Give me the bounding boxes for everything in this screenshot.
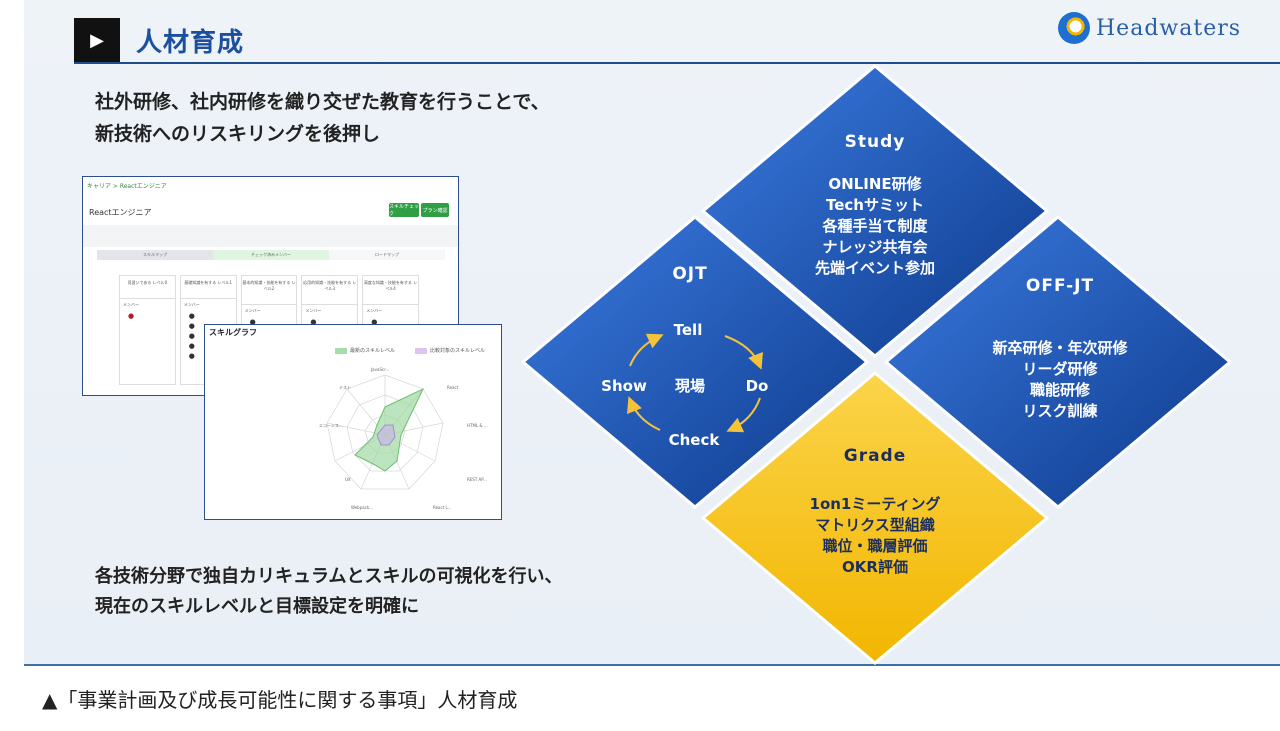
legend-swatch-latest (335, 347, 347, 354)
member-label: メンバー (302, 304, 358, 317)
plan-button: プラン確認 (421, 203, 449, 217)
grade-item: 1on1ミーティング (809, 495, 941, 513)
avatar-icon: ● (128, 312, 135, 320)
tab-roadmap: ロードマップ (329, 250, 445, 260)
figure-caption: ▲「事業計画及び成長可能性に関する事項」人材育成 (42, 688, 518, 712)
study-heading: Study (844, 132, 906, 152)
ojt-do: Do (745, 377, 769, 395)
level-head: 基本的知識・技能を有する レベル2 (242, 280, 296, 291)
member-label: メンバー (180, 298, 236, 311)
radar-series-compare (376, 424, 396, 446)
avatar-icon: ● (310, 318, 317, 326)
grade-block: Grade 1on1ミーティング マトリクス型組織 職位・職層評価 OKR評価 (770, 446, 980, 578)
member-label: メンバー (363, 304, 418, 317)
avatar-icon: ● (371, 318, 378, 326)
headline-line-1: 社外研修、社内研修を織り交ぜた教育を行うことで、 (95, 91, 550, 113)
grade-item: マトリクス型組織 (815, 516, 935, 534)
study-item: 各種手当て制度 (822, 217, 928, 235)
logo-text: Headwaters (1096, 15, 1242, 41)
header-band (83, 225, 458, 247)
axis-label: JavaScr... (371, 367, 390, 372)
axis-label: テスト (339, 385, 351, 390)
legend-latest-label: 最新のスキルレベル (350, 348, 396, 354)
skill-graph-screenshot: スキルグラフ 最新のスキルレベル 比較対象のスキルレベル JavaScr... … (204, 324, 502, 520)
legend-compare-label: 比較対象のスキルレベル (430, 348, 486, 354)
ojt-check: Check (668, 431, 720, 449)
axis-label: React L... (433, 505, 452, 510)
offjt-block: OFF-JT 新卒研修・年次研修 リーダ研修 職能研修 リスク訓練 (950, 276, 1170, 422)
axis-label: React (447, 385, 459, 390)
skill-graph-title: スキルグラフ (209, 328, 257, 337)
skill-check-button: スキルチェック (389, 203, 420, 217)
grade-item: 職位・職層評価 (822, 537, 928, 555)
radar-chart (326, 374, 444, 490)
headline: 社外研修、社内研修を織り交ぜた教育を行うことで、 新技術へのリスキリングを後押し (95, 86, 550, 150)
offjt-items: 新卒研修・年次研修 リーダ研修 職能研修 リスク訓練 (950, 338, 1170, 422)
study-item: ナレッジ共有会 (822, 238, 928, 256)
study-item: Techサミット (826, 196, 924, 214)
legend-compare: 比較対象のスキルレベル (415, 347, 485, 354)
breadcrumb: キャリア > Reactエンジニア (87, 183, 167, 190)
level-head: 見習いである レベル0 (127, 280, 168, 285)
grade-heading: Grade (843, 446, 907, 466)
ojt-heading: OJT (672, 264, 708, 284)
avatar-icon: ● (249, 318, 256, 326)
page-title: 人材育成 (136, 28, 245, 58)
slide-bottom-rule (24, 664, 1280, 666)
description-line-1: 各技術分野で独自カリキュラムとスキルの可視化を行い、 (95, 566, 563, 587)
offjt-heading: OFF-JT (1025, 276, 1095, 296)
tab-skill-map: スキルマップ (97, 250, 213, 260)
level-column: 見習いである レベル0 メンバー ● (119, 275, 176, 385)
tab-row: スキルマップ チェック済みメンバー ロードマップ (97, 250, 445, 260)
level-head: 応用的知識・技能を有する レベル3 (303, 280, 357, 291)
ojt-center: 現場 (674, 377, 705, 395)
company-logo: Headwaters (1058, 12, 1241, 44)
title-bar: ▶ 人材育成 (74, 14, 1280, 64)
screenshot-title: Reactエンジニア (89, 208, 152, 217)
description-line-2: 現在のスキルレベルと目標設定を明確に (95, 596, 419, 617)
axis-label: エコーシス... (319, 423, 343, 428)
axis-label: HTML & ... (467, 423, 488, 428)
study-block: Study ONLINE研修 Techサミット 各種手当て制度 ナレッジ共有会 … (780, 132, 970, 279)
member-label: メンバー (120, 298, 175, 311)
axis-label: REST AP... (467, 477, 487, 482)
play-icon: ▶ (74, 18, 120, 62)
level-head: 高度な知識・技能を有する レベル4 (363, 280, 418, 291)
title-rule (74, 62, 1280, 64)
ojt-show: Show (601, 377, 647, 395)
study-items: ONLINE研修 Techサミット 各種手当て制度 ナレッジ共有会 先端イベント… (780, 174, 970, 279)
offjt-item: リスク訓練 (1022, 402, 1098, 420)
study-item: ONLINE研修 (828, 175, 922, 193)
legend-swatch-compare (415, 347, 427, 354)
grade-items: 1on1ミーティング マトリクス型組織 職位・職層評価 OKR評価 (770, 494, 980, 578)
member-label: メンバー (241, 304, 297, 317)
legend-latest: 最新のスキルレベル (335, 347, 395, 354)
offjt-item: 職能研修 (1029, 381, 1090, 399)
avatar-icon: ●●●●● (188, 312, 195, 360)
headline-line-2: 新技術へのリスキリングを後押し (95, 123, 381, 145)
offjt-item: 新卒研修・年次研修 (992, 339, 1128, 357)
tab-checked-members: チェック済みメンバー (213, 250, 329, 260)
description-text: 各技術分野で独自カリキュラムとスキルの可視化を行い、 現在のスキルレベルと目標設… (95, 562, 562, 622)
axis-label: UX (345, 477, 351, 482)
level-head: 基礎知識を有する レベル1 (184, 280, 233, 285)
axis-label: Webpack... (351, 505, 374, 510)
study-item: 先端イベント参加 (814, 259, 935, 277)
logo-icon (1058, 12, 1090, 44)
offjt-item: リーダ研修 (1022, 360, 1098, 378)
grade-item: OKR評価 (842, 558, 908, 576)
ojt-tell: Tell (673, 321, 703, 339)
